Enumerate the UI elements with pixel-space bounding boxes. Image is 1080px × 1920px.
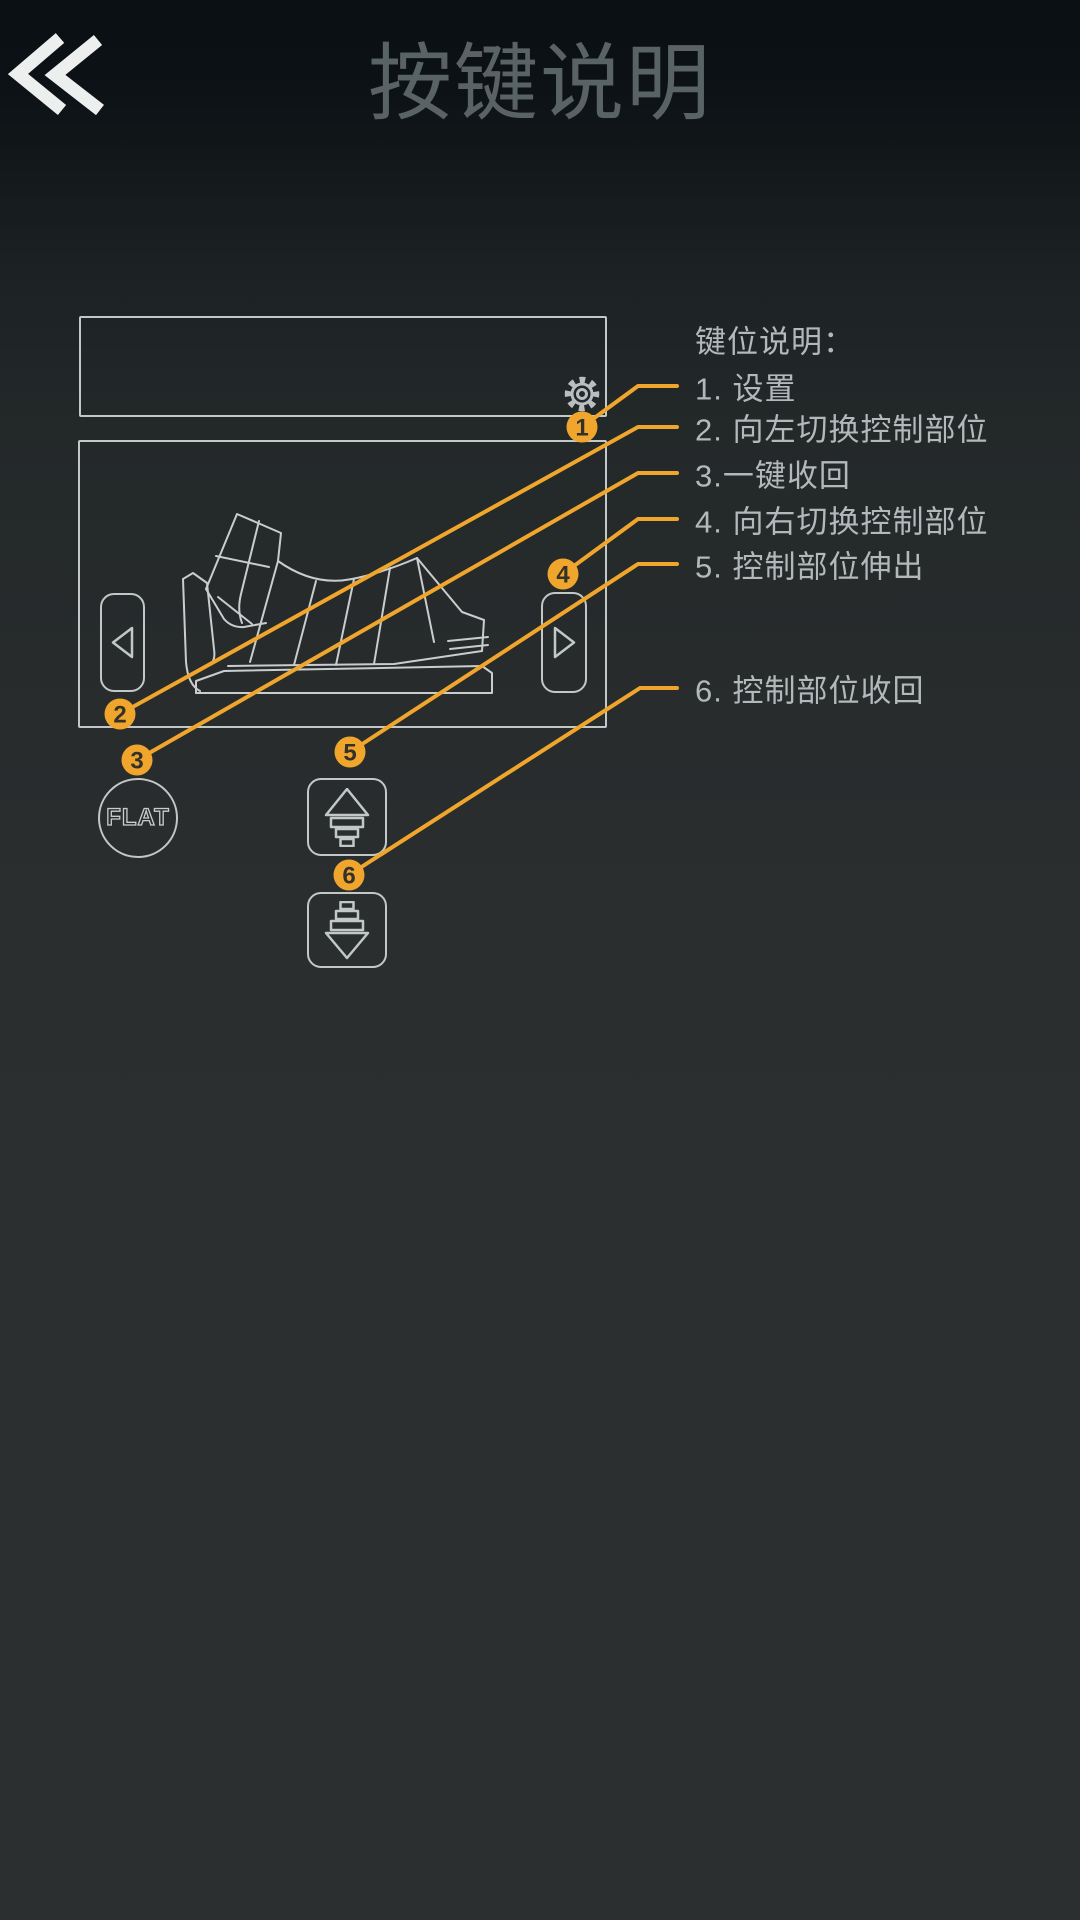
retract-button[interactable] <box>307 892 387 968</box>
legend-item-3: 3.一键收回 <box>695 458 851 494</box>
double-chevron-left-icon <box>8 33 104 116</box>
triangle-right-icon <box>553 626 575 659</box>
settings-panel <box>79 316 607 417</box>
triangle-down-bars-icon <box>324 900 370 959</box>
switch-left-button[interactable] <box>100 593 145 692</box>
legend-item-2: 2. 向左切换控制部位 <box>695 412 989 448</box>
flat-button-label: FLAT <box>106 803 170 831</box>
back-button[interactable] <box>8 22 118 122</box>
flat-button[interactable]: FLAT <box>98 778 178 858</box>
gear-icon[interactable] <box>563 375 601 413</box>
legend-item-1: 1. 设置 <box>695 371 797 407</box>
legend-item-4: 4. 向右切换控制部位 <box>695 504 989 540</box>
legend-heading: 键位说明： <box>695 324 855 360</box>
svg-text:5: 5 <box>343 740 356 767</box>
callout-badge-5: 5 <box>334 736 366 768</box>
switch-right-button[interactable] <box>541 592 587 693</box>
callout-badge-3: 3 <box>121 744 153 776</box>
triangle-up-bars-icon <box>324 787 370 847</box>
svg-text:1: 1 <box>575 415 588 442</box>
callout-badge-6: 6 <box>333 859 365 891</box>
extend-button[interactable] <box>307 778 387 856</box>
legend-item-5: 5. 控制部位伸出 <box>695 549 925 585</box>
legend-item-6: 6. 控制部位收回 <box>695 673 925 709</box>
page-title: 按键说明 <box>367 36 712 131</box>
svg-text:6: 6 <box>342 863 355 890</box>
bed-illustration <box>166 494 511 709</box>
svg-text:3: 3 <box>130 748 143 775</box>
triangle-left-icon <box>111 626 134 659</box>
